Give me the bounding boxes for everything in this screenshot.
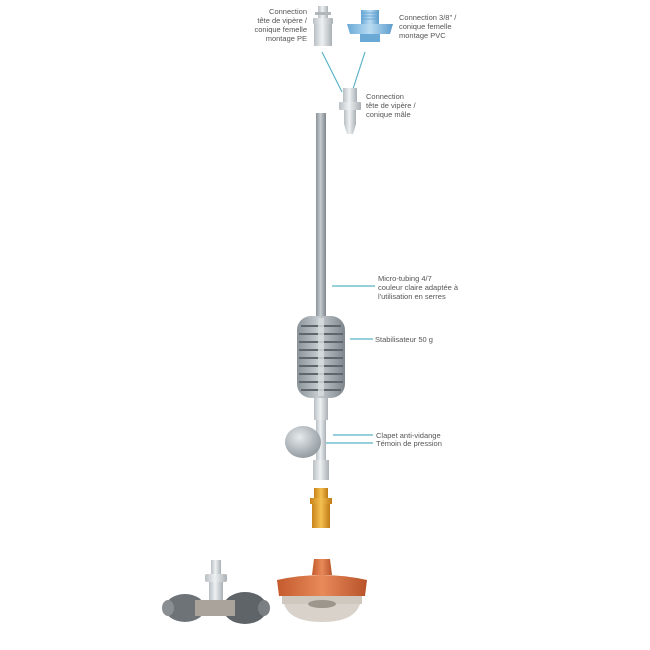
- pe-connector: [313, 6, 333, 46]
- label-line: Témoin de pression: [376, 439, 442, 448]
- label-line: montage PVC: [399, 31, 446, 40]
- label-line: Connection: [366, 92, 404, 101]
- label-line: Clapet anti-vidange: [376, 431, 441, 440]
- label-line: conique femelle: [254, 25, 307, 34]
- tee-connector: [162, 560, 270, 624]
- label-line: montage PE: [265, 34, 307, 43]
- male-connector: [339, 88, 361, 134]
- label-line: tête de vipère /: [257, 16, 307, 25]
- label-line: l'utilisation en serres: [378, 292, 446, 301]
- label-stabilizer: Stabilisateur 50 g: [375, 335, 475, 344]
- micro-tubing: [316, 113, 326, 323]
- label-line: conique mâle: [366, 110, 411, 119]
- stabilizer: [297, 316, 345, 398]
- label-check-valve: Clapet anti-vidange: [376, 431, 476, 440]
- label-conn-pe: Connection tête de vipère / conique feme…: [243, 7, 307, 43]
- label-pressure-indicator: Témoin de pression: [376, 439, 476, 448]
- check-valve: [285, 398, 329, 480]
- label-line: Stabilisateur 50 g: [375, 335, 433, 344]
- orange-adapter: [310, 488, 332, 528]
- pvc-connector: [347, 10, 393, 42]
- mist-nozzle: [277, 559, 367, 622]
- label-line: Connection: [269, 7, 307, 16]
- label-line: Micro-tubing 4/7: [378, 274, 432, 283]
- label-line: couleur claire adaptée à: [378, 283, 459, 292]
- label-line: Connection 3/8" /: [399, 13, 457, 22]
- label-tubing: Micro-tubing 4/7 couleur claire adaptée …: [378, 274, 478, 301]
- label-conn-pvc: Connection 3/8" / conique femelle montag…: [399, 13, 489, 40]
- label-conn-male: Connection tête de vipère / conique mâle: [366, 92, 446, 119]
- label-line: conique femelle: [399, 22, 452, 31]
- label-line: tête de vipère /: [366, 101, 416, 110]
